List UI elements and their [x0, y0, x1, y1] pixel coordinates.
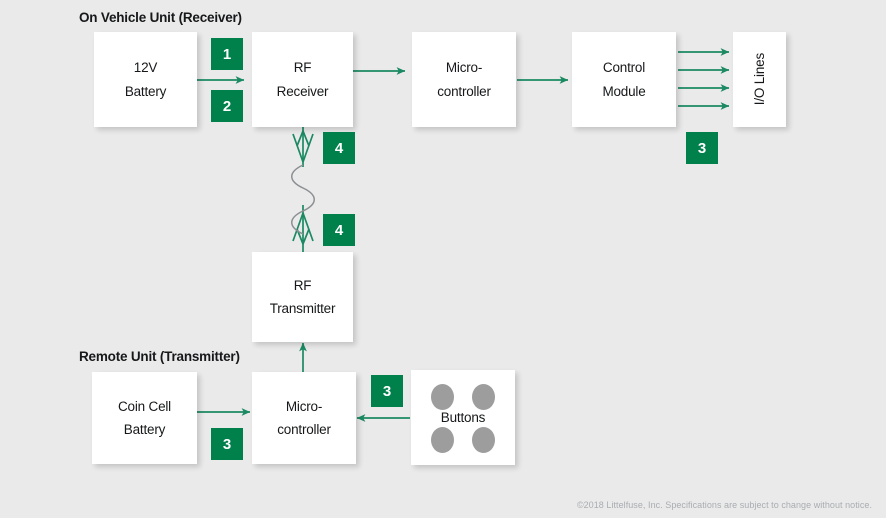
- block-control-module[interactable]: Control Module: [572, 32, 676, 127]
- block-coin-cell-battery-label: Coin Cell Battery: [118, 398, 171, 437]
- copyright-footer: ©2018 Littelfuse, Inc. Specifications ar…: [576, 500, 872, 510]
- badge-4-antenna-lower: 4: [323, 214, 355, 246]
- block-buttons-label: Buttons: [440, 409, 486, 425]
- block-12v-battery[interactable]: 12V Battery: [94, 32, 197, 127]
- block-io-lines-label: I/O Lines: [751, 53, 767, 106]
- block-microcontroller-transmitter-label: Micro- controller: [277, 398, 331, 437]
- badge-3-buttons: 3: [371, 375, 403, 407]
- block-buttons[interactable]: Buttons: [411, 370, 515, 465]
- block-rf-transmitter[interactable]: RF Transmitter: [252, 252, 353, 342]
- badge-3-coin-cell: 3: [211, 428, 243, 460]
- badge-4-antenna-upper: 4: [323, 132, 355, 164]
- button-dot-bottom-left[interactable]: [431, 427, 454, 453]
- badge-3-io-lines: 3: [686, 132, 718, 164]
- block-rf-receiver[interactable]: RF Receiver: [252, 32, 353, 127]
- block-control-module-label: Control Module: [602, 60, 646, 99]
- section-label-transmitter: Remote Unit (Transmitter): [79, 349, 240, 364]
- transmitter-antenna-icon: [292, 212, 314, 245]
- button-dot-bottom-right[interactable]: [472, 427, 495, 453]
- block-microcontroller-transmitter[interactable]: Micro- controller: [252, 372, 356, 464]
- badge-2-battery-to-receiver: 2: [211, 90, 243, 122]
- button-dot-top-right[interactable]: [472, 384, 495, 410]
- block-microcontroller-receiver[interactable]: Micro- controller: [412, 32, 516, 127]
- rf-wave-icon: [291, 164, 315, 235]
- block-12v-battery-label: 12V Battery: [124, 60, 167, 99]
- receiver-antenna-icon: [292, 130, 314, 163]
- section-label-receiver: On Vehicle Unit (Receiver): [79, 10, 242, 25]
- block-coin-cell-battery[interactable]: Coin Cell Battery: [92, 372, 197, 464]
- block-rf-transmitter-label: RF Transmitter: [269, 277, 336, 316]
- block-microcontroller-receiver-label: Micro- controller: [437, 60, 491, 99]
- block-rf-receiver-label: RF Receiver: [276, 60, 329, 99]
- badge-1-battery-to-receiver: 1: [211, 38, 243, 70]
- button-dot-top-left[interactable]: [431, 384, 454, 410]
- block-io-lines[interactable]: I/O Lines: [733, 32, 786, 127]
